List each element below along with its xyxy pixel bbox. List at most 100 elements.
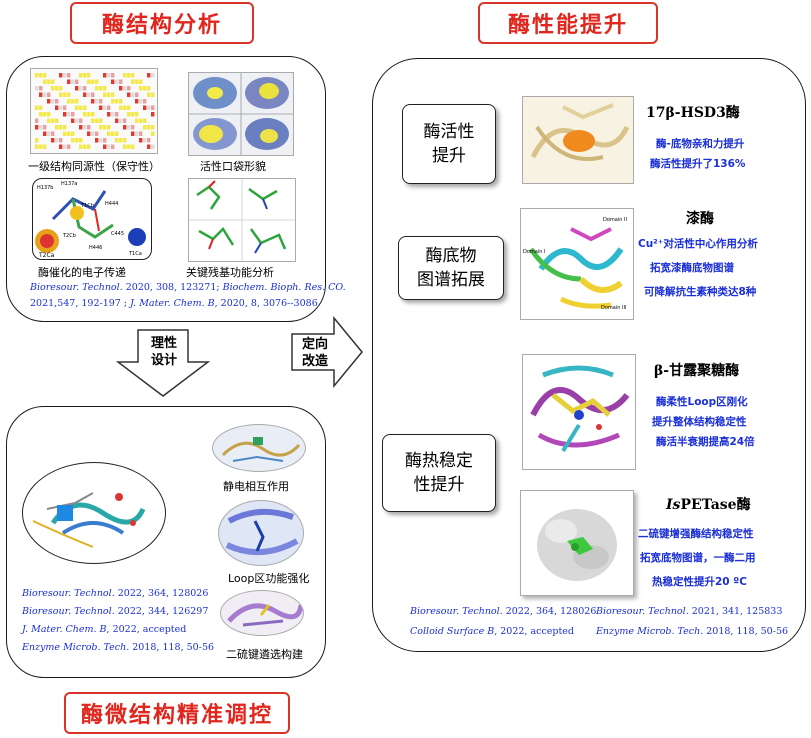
alignment-cell bbox=[107, 105, 111, 110]
micro-ref-0: Bioresour. Technol. 2022, 364, 128026 bbox=[22, 588, 208, 599]
alignment-cell bbox=[43, 92, 47, 97]
alignment-cell bbox=[147, 138, 151, 143]
alignment-cell bbox=[91, 118, 95, 123]
enzyme-title-mannanase: β-甘露聚糖酶 bbox=[654, 363, 740, 379]
alignment-cell bbox=[103, 144, 107, 149]
alignment-cell bbox=[43, 144, 47, 149]
alignment-cell bbox=[123, 118, 127, 123]
sequence-alignment-graphic bbox=[35, 73, 155, 149]
alignment-cell bbox=[111, 99, 115, 104]
mannanase-structure-image bbox=[522, 354, 636, 470]
alignment-cell bbox=[35, 125, 39, 130]
alignment-cell bbox=[95, 131, 99, 136]
micro-ref-1: Bioresour. Technol. 2022, 344, 126297 bbox=[22, 606, 208, 617]
alignment-cell bbox=[99, 118, 103, 123]
alignment-cell bbox=[103, 73, 107, 78]
alignment-cell bbox=[55, 105, 59, 110]
alignment-cell bbox=[99, 138, 103, 143]
ref-journal: Enzyme Microb. Tech. bbox=[596, 626, 704, 637]
alignment-cell bbox=[95, 79, 99, 84]
alignment-cell bbox=[67, 79, 71, 84]
alignment-cell bbox=[107, 92, 111, 97]
alignment-cell bbox=[119, 138, 123, 143]
alignment-cell bbox=[39, 105, 43, 110]
key-residues-graphic bbox=[189, 179, 295, 261]
alignment-cell bbox=[143, 138, 147, 143]
alignment-cell bbox=[139, 131, 143, 136]
alignment-cell bbox=[107, 73, 111, 78]
title-micro-control-text: 酶微结构精准调控 bbox=[80, 703, 273, 728]
alignment-cell bbox=[151, 144, 155, 149]
alignment-cell bbox=[83, 86, 87, 91]
ref-detail: 2022, 364, 128026 bbox=[502, 606, 597, 617]
alignment-cell bbox=[35, 105, 39, 110]
alignment-cell bbox=[147, 73, 151, 78]
alignment-cell bbox=[47, 79, 51, 84]
alignment-cell bbox=[79, 73, 83, 78]
alignment-cell bbox=[47, 118, 51, 123]
active-pocket-graphic bbox=[189, 73, 293, 155]
enzyme-laccase-line-2: 拓宽漆酶底物图谱 bbox=[650, 262, 734, 274]
alignment-cell bbox=[87, 92, 91, 97]
alignment-cell bbox=[119, 79, 123, 84]
ref-journal: Bioresour. Technol. bbox=[596, 606, 689, 617]
alignment-cell bbox=[151, 125, 155, 130]
alignment-cell bbox=[59, 144, 63, 149]
enzyme-hsd3-line-2: 酶活性提升了136% bbox=[650, 158, 746, 170]
alignment-cell bbox=[59, 73, 63, 78]
enzyme-mannanase-line-3: 酶活半衰期提高24倍 bbox=[656, 436, 755, 448]
ref-detail: , 2020, 8, 3076--3086 bbox=[214, 298, 318, 309]
alignment-cell bbox=[79, 105, 83, 110]
alignment-cell bbox=[87, 144, 91, 149]
label-electron-transfer: 酶催化的电子传递 bbox=[38, 266, 126, 279]
enzyme-overview-image bbox=[22, 462, 166, 564]
alignment-cell bbox=[143, 118, 147, 123]
alignment-cell bbox=[35, 138, 39, 143]
alignment-cell bbox=[123, 144, 127, 149]
alignment-cell bbox=[59, 105, 63, 110]
alignment-cell bbox=[103, 138, 107, 143]
alignment-cell bbox=[35, 118, 39, 123]
alignment-cell bbox=[99, 125, 103, 130]
alignment-cell bbox=[139, 86, 143, 91]
ref-journal: Biochem. Bioph. Res. CO. bbox=[222, 282, 346, 293]
alignment-cell bbox=[119, 105, 123, 110]
alignment-cell bbox=[91, 99, 95, 104]
alignment-cell bbox=[95, 99, 99, 104]
alignment-cell bbox=[43, 112, 47, 117]
alignment-cell bbox=[83, 144, 87, 149]
alignment-cell bbox=[75, 79, 79, 84]
alignment-cell bbox=[47, 131, 51, 136]
alignment-cell bbox=[83, 92, 87, 97]
alignment-cell bbox=[127, 125, 131, 130]
alignment-cell bbox=[103, 86, 107, 91]
alignment-cell bbox=[51, 99, 55, 104]
alignment-cell bbox=[115, 99, 119, 104]
alignment-cell bbox=[131, 112, 135, 117]
alignment-cell bbox=[71, 131, 75, 136]
sequence-alignment-image bbox=[30, 68, 158, 154]
feature-substrate: 酶底物 图谱拓展 bbox=[398, 236, 504, 300]
alignment-cell bbox=[139, 99, 143, 104]
alignment-cell bbox=[51, 118, 55, 123]
petase-structure-image bbox=[520, 490, 634, 596]
alignment-cell bbox=[35, 73, 39, 78]
alignment-cell bbox=[83, 125, 87, 130]
alignment-cell bbox=[95, 138, 99, 143]
alignment-cell bbox=[91, 92, 95, 97]
petase-title-rest: PETase酶 bbox=[680, 497, 751, 513]
alignment-cell bbox=[91, 79, 95, 84]
micro-ref-3: Enzyme Microb. Tech. 2018, 118, 50-56 bbox=[22, 642, 214, 653]
alignment-cell bbox=[55, 125, 59, 130]
alignment-cell bbox=[115, 79, 119, 84]
alignment-cell bbox=[87, 125, 91, 130]
alignment-cell bbox=[91, 112, 95, 117]
ref-journal: Colloid Surface B bbox=[410, 626, 495, 637]
alignment-cell bbox=[75, 118, 79, 123]
alignment-cell bbox=[143, 125, 147, 130]
alignment-cell bbox=[111, 79, 115, 84]
electrostatic-graphic bbox=[221, 437, 301, 462]
alignment-cell bbox=[111, 73, 115, 78]
ref-journal: Bioresour. Technol. bbox=[22, 588, 115, 599]
key-residues-image bbox=[188, 178, 296, 262]
